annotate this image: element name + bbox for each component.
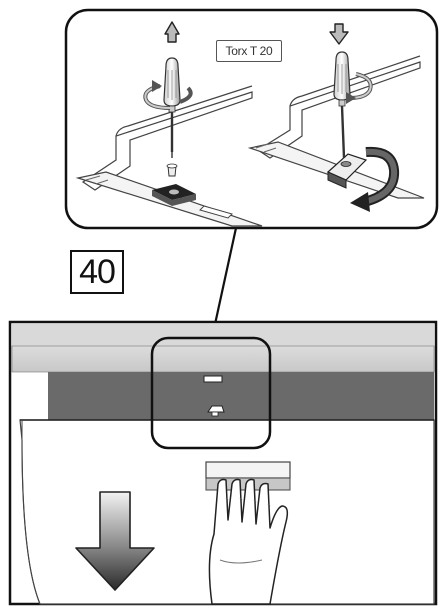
main-scene (8, 320, 438, 606)
callout-leader-line (210, 227, 238, 339)
highlight-frame (150, 336, 272, 450)
bracket-right (326, 153, 368, 189)
rotate-icon (346, 72, 373, 104)
step-number: 40 (70, 250, 124, 294)
arrow-up-icon (164, 21, 180, 43)
rotate-icon (143, 80, 193, 110)
screwdriver-right (333, 51, 351, 159)
tool-label: Torx T 20 (216, 40, 282, 62)
bracket-left (152, 184, 233, 219)
arrow-down-icon (329, 23, 349, 45)
hand-illustration (208, 478, 289, 605)
detail-callout (64, 8, 439, 230)
arrow-down-icon (75, 491, 155, 591)
rotate-icon (350, 146, 400, 212)
